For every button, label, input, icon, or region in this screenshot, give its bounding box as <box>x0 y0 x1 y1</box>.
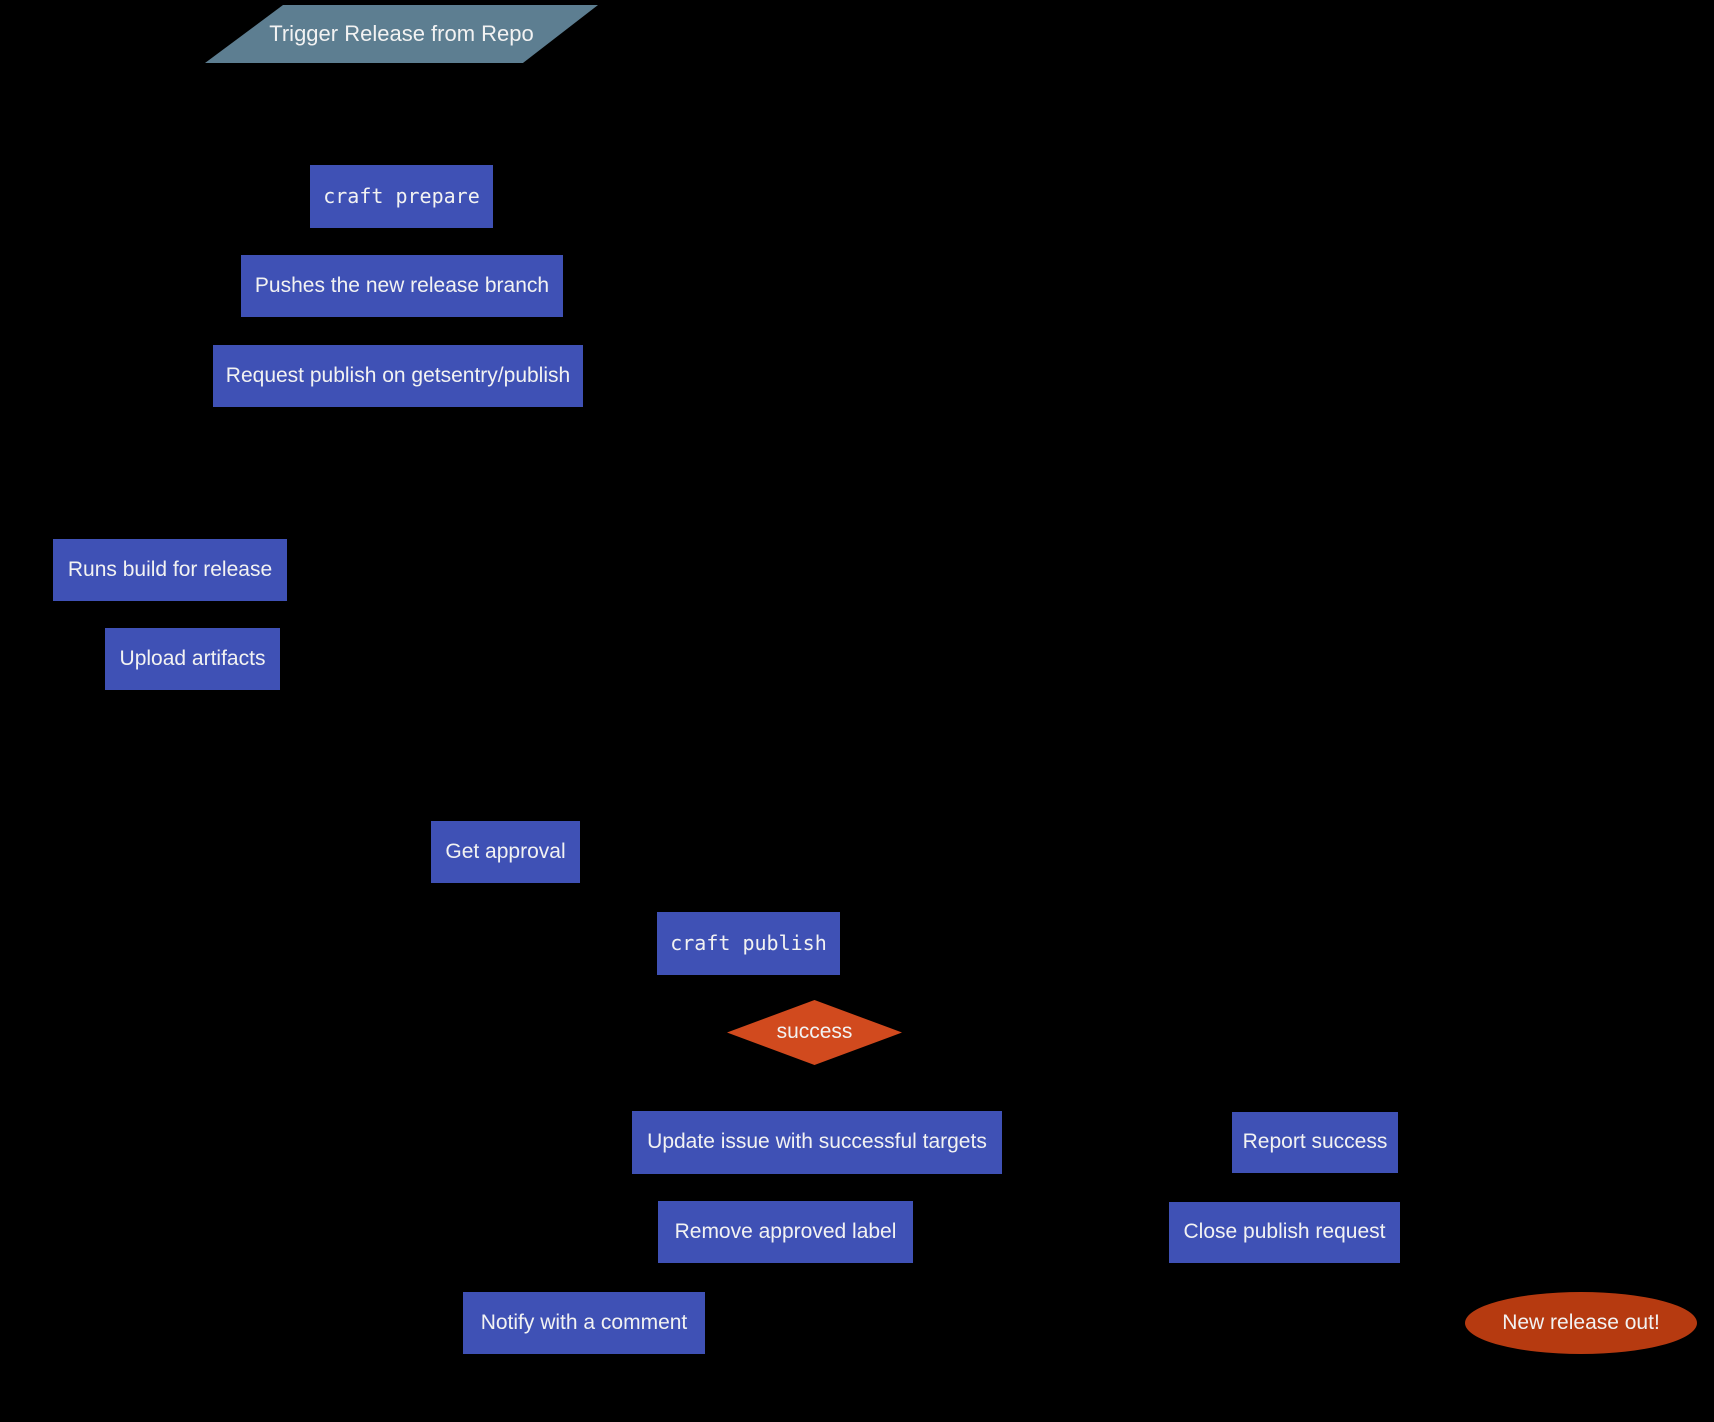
node-request-publish: Request publish on getsentry/publish <box>213 345 583 407</box>
edge <box>1294 1172 1303 1203</box>
node-label: New release out! <box>1502 1310 1660 1334</box>
edge <box>901 1031 1233 1124</box>
edge <box>442 406 450 822</box>
edge <box>772 974 796 1001</box>
node-label: Update issue with successful targets <box>647 1130 987 1154</box>
node-craft-prepare: craft prepare <box>310 165 493 228</box>
node-label: craft prepare <box>323 184 480 208</box>
node-label: Remove approved label <box>674 1219 897 1243</box>
node-label: Trigger Release from Repo <box>269 21 534 47</box>
node-get-approval: Get approval <box>431 821 580 883</box>
node-report-success: Report success <box>1232 1112 1398 1173</box>
node-label: Request publish on getsentry/publish <box>225 363 571 387</box>
edge <box>652 1262 716 1293</box>
edge <box>807 1064 815 1112</box>
node-label: success <box>776 1020 853 1044</box>
edge <box>417 882 482 1293</box>
edge <box>499 882 669 913</box>
node-upload-artifacts: Upload artifacts <box>105 628 280 690</box>
node-label: craft publish <box>670 931 827 955</box>
node-label: Upload artifacts <box>119 646 266 670</box>
node-label: Get approval <box>445 839 566 863</box>
node-trigger-release: Trigger Release from Repo <box>205 5 598 63</box>
node-close-publish-request: Close publish request <box>1169 1202 1400 1263</box>
node-pushes-release-branch: Pushes the new release branch <box>241 255 563 317</box>
node-update-issue: Update issue with successful targets <box>632 1111 1002 1174</box>
node-success-decision: success <box>727 1000 902 1065</box>
node-label: Notify with a comment <box>480 1310 688 1334</box>
edge <box>174 600 184 629</box>
node-label: Report success <box>1242 1130 1388 1154</box>
node-runs-build: Runs build for release <box>53 539 287 601</box>
node-label: Pushes the new release branch <box>254 273 550 297</box>
node-craft-publish: craft publish <box>657 912 840 975</box>
edge <box>192 689 511 822</box>
node-new-release-out: New release out! <box>1465 1292 1697 1354</box>
edge <box>796 1173 804 1202</box>
edge <box>207 406 362 540</box>
node-label: Close publish request <box>1183 1220 1386 1244</box>
node-notify-with-comment: Notify with a comment <box>463 1292 705 1354</box>
node-remove-approved-label: Remove approved label <box>658 1201 913 1263</box>
edge <box>1389 1262 1504 1300</box>
node-label: Runs build for release <box>67 557 273 581</box>
